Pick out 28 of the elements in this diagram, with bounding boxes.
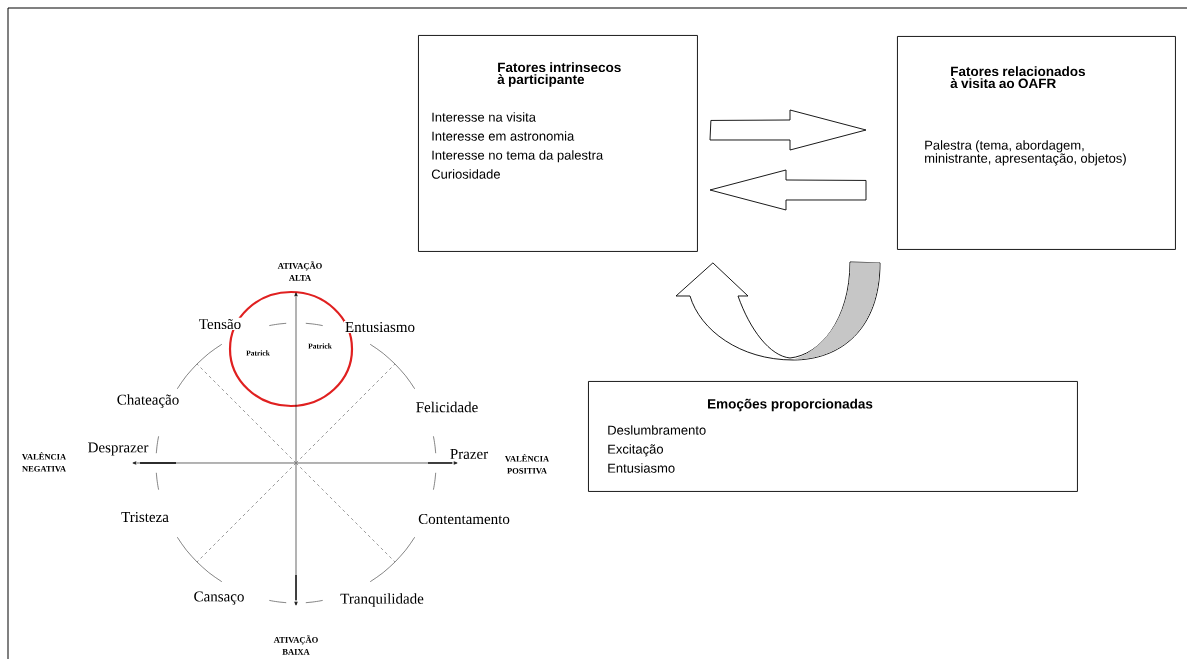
emotion-label: Felicidade [414, 400, 480, 414]
box-text: Interesse em astronomia [432, 131, 575, 141]
emotion-label: Chateação [115, 393, 181, 409]
emotion-label: Desprazer [86, 441, 150, 457]
box-heading: Fatores relacionados à visita ao OAFR [950, 66, 1085, 89]
box-text: Deslumbramento [608, 425, 706, 435]
box-text: Entusiasmo [608, 463, 675, 473]
axis-label: ATIVAÇÃO BAIXA [273, 635, 318, 655]
axis-label: VALÊNCIA POSITIVA [505, 454, 550, 474]
emotion-label: Entusiasmo [344, 320, 416, 334]
box-text: Excitação [608, 444, 663, 457]
curved-arrow [675, 261, 881, 361]
box-text: Interesse no tema da palestra [432, 150, 604, 163]
block-arrow [709, 109, 867, 151]
emotion-label: Cansaço [192, 590, 246, 606]
axis-label: ATIVAÇÃO ALTA [277, 261, 322, 281]
emotion-label: Tristeza [120, 510, 170, 524]
box-heading: Fatores intrinsecos à participante [497, 62, 621, 87]
emotion-label: Tranquilidade [339, 592, 425, 608]
emotion-label: Prazer [448, 448, 490, 460]
box-text: Interesse na visita [432, 112, 536, 122]
emotion-label: Contentamento [417, 512, 511, 526]
box-text: Palestra (tema, abordagem, ministrante, apresentação, objetos) [925, 140, 1126, 166]
axis-label: VALÊNCIA NEGATIVA [22, 452, 67, 472]
box-text: Curiosidade [431, 169, 500, 179]
box-heading: Emoções proporcionadas [708, 398, 873, 412]
emotion-label: Tensão [197, 317, 243, 331]
block-arrow [709, 169, 867, 211]
